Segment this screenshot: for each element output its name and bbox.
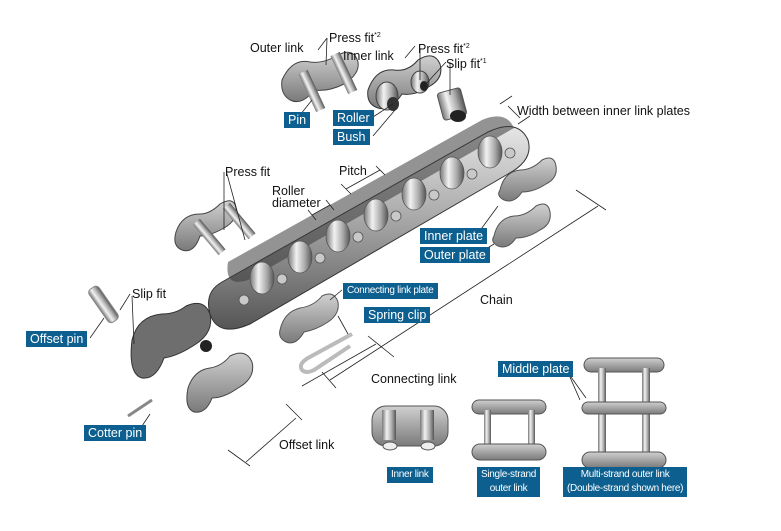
middle-plate-label: Middle plate: [498, 361, 574, 377]
inner-link-label: Inner link: [387, 467, 433, 483]
cotter-pin-illustration: [127, 398, 153, 418]
offset-pin-illustration: [88, 285, 119, 324]
outer-link-illustration: [281, 51, 359, 113]
connecting-link-plate-illustration: [279, 293, 339, 344]
inner-link-annotation: Inner link: [343, 49, 394, 63]
inner-link-illustration: [367, 55, 442, 111]
multi-strand-label-line1: Multi-strand outer link: [580, 469, 670, 480]
pitch-annotation: Pitch: [339, 164, 367, 178]
slip-fit-text: Slip fit: [446, 57, 481, 71]
slip-fit-annotation-left: Slip fit: [132, 287, 167, 301]
cotter-pin-label: Cotter pin: [84, 425, 147, 441]
multi-strand-label-line2: (Double-strand shown here): [567, 483, 684, 494]
pin-label: Pin: [284, 112, 311, 128]
press-fit-outer-link-illustration: [174, 200, 256, 256]
chain-annotation: Chain: [480, 293, 513, 307]
single-strand-outer-link-illustration: [471, 399, 547, 461]
bush-illustration: [436, 87, 468, 122]
single-strand-label-line2: outer link: [489, 483, 528, 494]
offset-pin-label: Offset pin: [26, 331, 88, 347]
press-fit-text: Press fit: [418, 42, 464, 56]
roller-diameter-annotation-line2: diameter: [272, 196, 321, 210]
inner-plate-label: Inner plate: [420, 228, 488, 244]
press-fit-annotation-top-left: Press fit*2: [329, 29, 381, 45]
press-fit-annotation-top-right: Press fit*2: [418, 40, 470, 56]
inner-plate-illustration: [498, 157, 557, 202]
spring-clip-label: Spring clip: [364, 307, 431, 323]
offset-link-annotation: Offset link: [279, 438, 335, 452]
inner-link-sample-illustration: [371, 405, 449, 451]
chain-illustration: [208, 116, 530, 330]
bush-label: Bush: [333, 129, 370, 145]
spring-clip-illustration: [298, 332, 353, 374]
single-strand-label-line1: Single-strand: [481, 469, 537, 480]
multi-strand-outer-link-label: Multi-strand outer link (Double-strand s…: [563, 467, 688, 497]
slip-fit-footnote: *1: [480, 58, 487, 65]
offset-link-illustration: [130, 302, 254, 413]
press-fit-footnote: *2: [463, 43, 470, 50]
width-between-inner-link-plates-annotation: Width between inner link plates: [517, 104, 691, 118]
slip-fit-annotation-top: Slip fit*1: [446, 55, 487, 71]
connecting-link-plate-label: Connecting link plate: [343, 283, 438, 299]
leader-lines: [89, 37, 607, 467]
outer-plate-label: Outer plate: [420, 247, 490, 263]
outer-plate-illustration: [492, 203, 551, 248]
press-fit-footnote: *2: [374, 32, 381, 39]
multi-strand-outer-link-illustration: [581, 357, 667, 469]
press-fit-text: Press fit: [329, 31, 375, 45]
roller-label: Roller: [333, 110, 374, 126]
press-fit-annotation-left: Press fit: [225, 165, 271, 179]
connecting-link-annotation: Connecting link: [371, 372, 457, 386]
outer-link-annotation: Outer link: [250, 41, 304, 55]
roller-diameter-annotation-line1: Roller: [272, 184, 305, 198]
single-strand-outer-link-label: Single-strand outer link: [477, 467, 541, 497]
